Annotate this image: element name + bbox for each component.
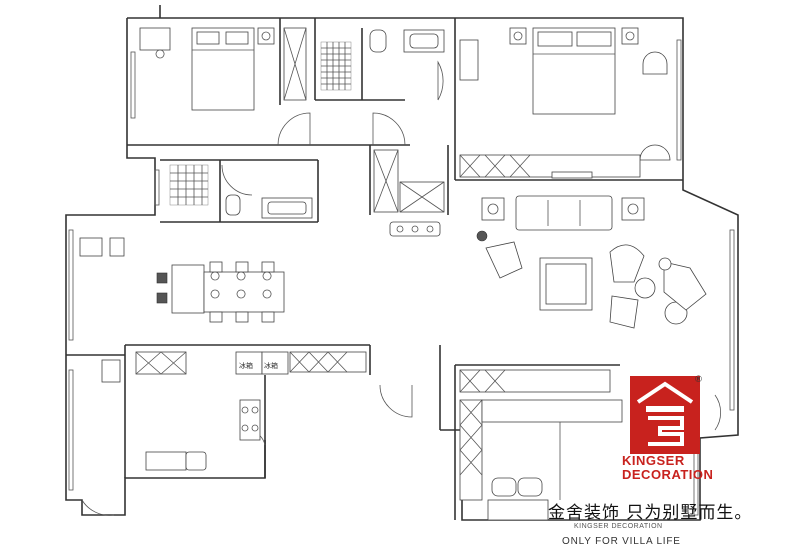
bedroom-right: [459, 27, 671, 161]
brand-subtitle: KINGSER DECORATION: [574, 523, 663, 530]
brand-name-line1: KINGSER: [622, 453, 685, 468]
dining-area: [79, 237, 285, 323]
kitchen: [101, 351, 367, 471]
windows: [68, 39, 735, 516]
bathroom-top: [320, 29, 445, 91]
fridge-label: 冰箱: [264, 361, 278, 370]
bedroom-bottom-right: [459, 369, 623, 521]
bathroom-middle: [169, 164, 313, 219]
logo-seal: [630, 376, 700, 454]
living-tv-cabinet: [459, 154, 641, 179]
exterior-walls: [65, 5, 739, 521]
wardrobe-blocks: [373, 149, 445, 237]
fridge-label: 冰箱: [239, 361, 253, 370]
brand-tagline: ONLY FOR VILLA LIFE: [562, 536, 681, 547]
living-room-furniture: [476, 195, 707, 329]
brand-slogan: 金舍装饰 只为别墅而生。: [548, 503, 753, 523]
bedroom-left: [139, 27, 307, 111]
registered-mark: ®: [694, 375, 703, 385]
brand-name-line2: DECORATION: [622, 467, 714, 482]
brand-logo: KINGSER DECORATION: [622, 376, 720, 482]
